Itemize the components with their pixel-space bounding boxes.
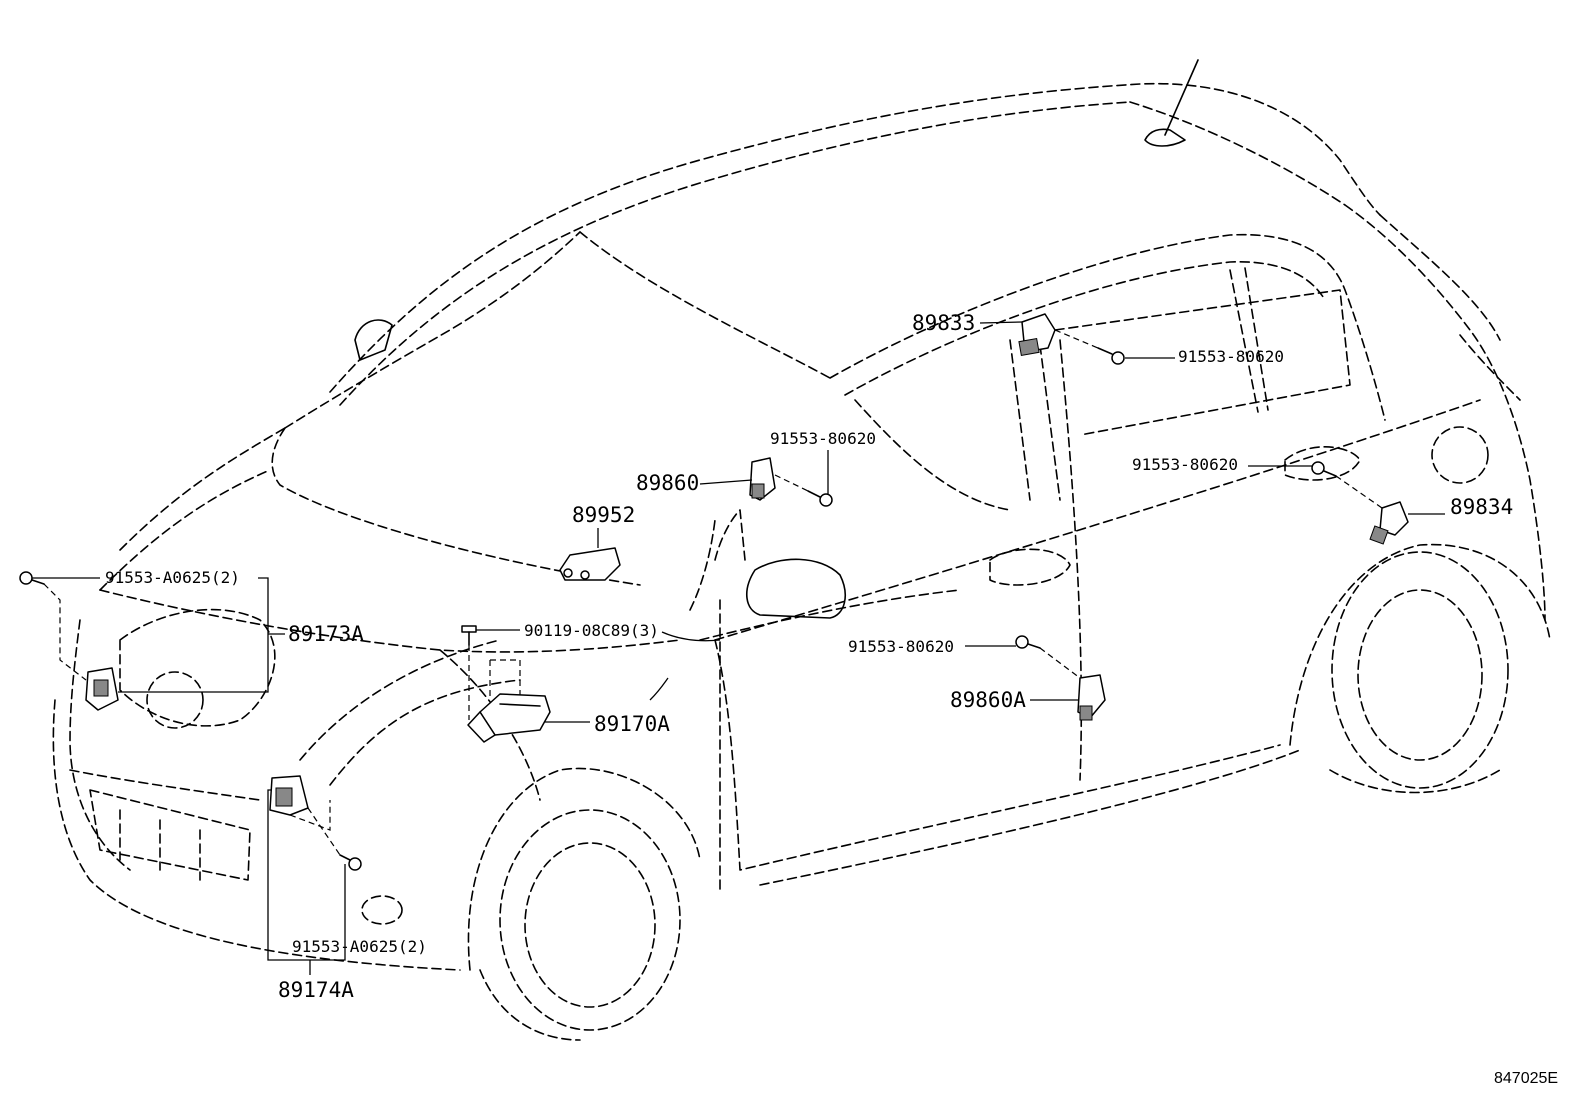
label-89170A: 89170A: [594, 712, 670, 736]
label-89952: 89952: [572, 503, 635, 527]
bolt-91553-80620-d[interactable]: [1015, 635, 1041, 649]
label-89834: 89834: [1450, 495, 1513, 519]
label-91553-80620-c: 91553-80620: [1132, 455, 1238, 474]
label-91553-A0625-top: 91553-A0625(2): [105, 568, 240, 587]
label-91553-A0625-bottom: 91553-A0625(2): [292, 937, 427, 956]
label-91553-80620-b: 91553-80620: [770, 429, 876, 448]
label-90119-08C89: 90119-08C89(3): [524, 621, 659, 640]
roof-antenna: [1144, 59, 1199, 147]
bolt-91553-80620-b[interactable]: [807, 490, 833, 507]
label-91553-80620-d: 91553-80620: [848, 637, 954, 656]
unit-mounting-guide: [468, 645, 521, 720]
part-89170A-unit[interactable]: [467, 693, 551, 743]
bolt-91553-80620-c[interactable]: [1311, 461, 1337, 477]
leader-lines: [32, 321, 1445, 975]
part-89173A-bracket[interactable]: [85, 667, 119, 711]
part-89860-sensor[interactable]: [749, 457, 776, 501]
label-89174A: 89174A: [278, 978, 354, 1002]
label-89860A: 89860A: [950, 688, 1026, 712]
label-89860: 89860: [636, 471, 699, 495]
part-89174A-bracket[interactable]: [269, 775, 331, 831]
bolt-91553-80620-a[interactable]: [1097, 347, 1125, 365]
label-91553-80620-a: 91553-80620: [1178, 347, 1284, 366]
label-89833: 89833: [912, 311, 975, 335]
part-labels: 89833 91553-80620 91553-80620 89860 8995…: [105, 311, 1558, 1087]
label-89173A: 89173A: [288, 622, 364, 646]
car-body-outline: [52, 82, 1551, 1041]
part-89860A-sensor[interactable]: [1077, 674, 1106, 721]
part-89833-sensor[interactable]: [1018, 313, 1056, 357]
bolt-91553-A0625-bottom[interactable]: [339, 854, 362, 871]
part-89834-sensor[interactable]: [1369, 501, 1409, 545]
reference-code: 847025E: [1494, 1070, 1558, 1087]
left-mirror: [354, 319, 393, 361]
part-89952-module[interactable]: [559, 547, 621, 581]
bolt-90119-08C89[interactable]: [461, 625, 477, 646]
